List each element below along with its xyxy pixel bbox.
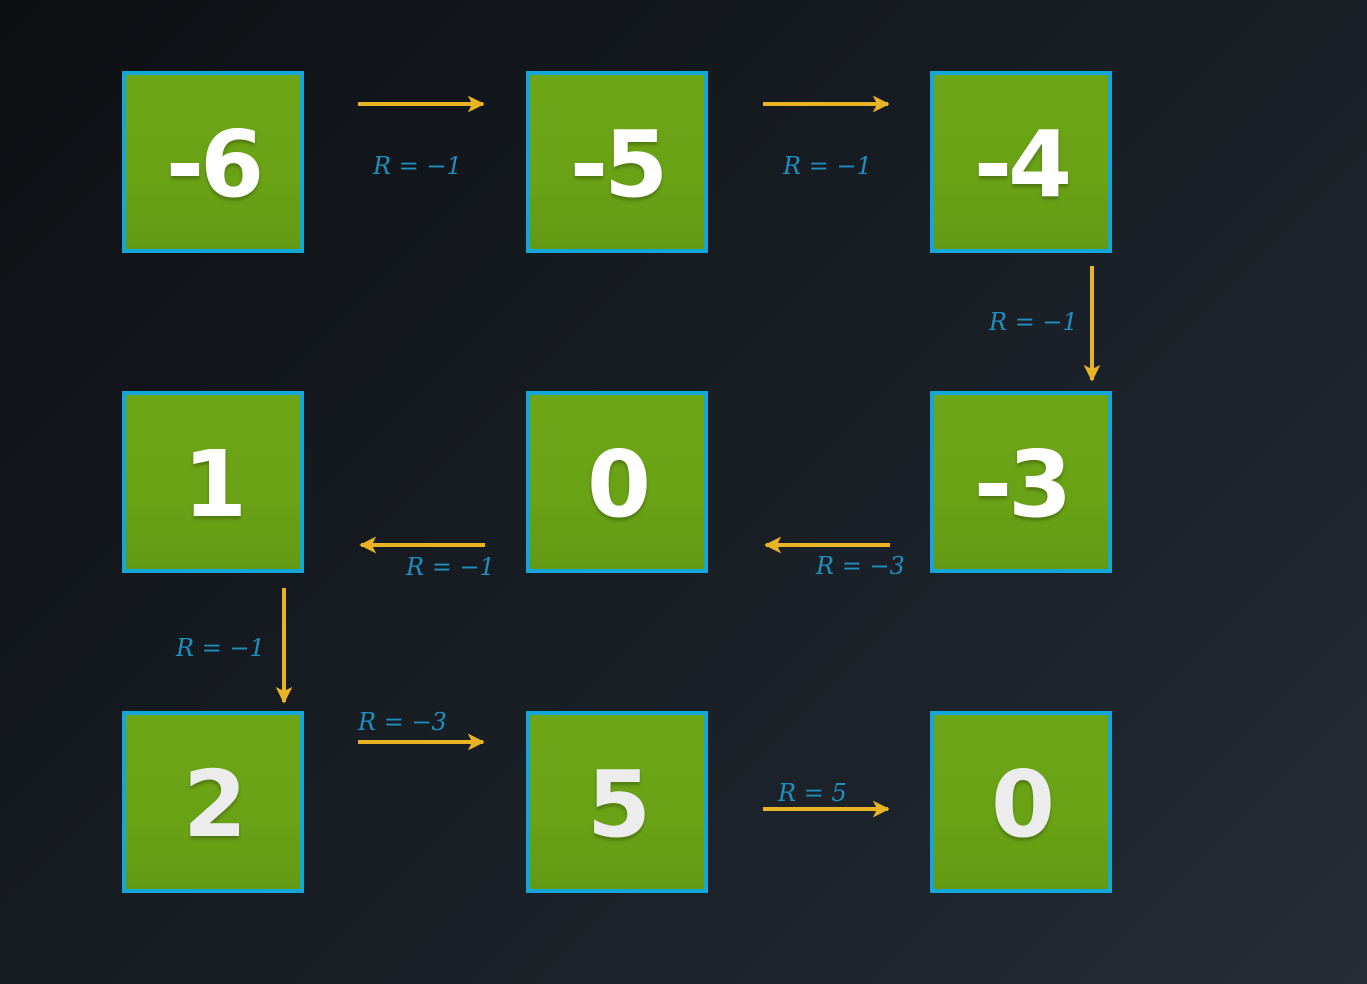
cell-value: 0 <box>586 431 651 538</box>
grid-cell-r2-c1: 1 <box>122 391 304 573</box>
reward-label: R = −3 <box>358 708 447 736</box>
grid-cell-r3-c2: 5 <box>526 711 708 893</box>
grid-cell-r3-c3: 0 <box>930 711 1112 893</box>
cell-value: 1 <box>182 431 247 538</box>
reward-label: R = −1 <box>989 308 1078 336</box>
grid-cell-r2-c2: 0 <box>526 391 708 573</box>
grid-cell-r1-c1: -6 <box>122 71 304 253</box>
reward-label: R = −1 <box>783 152 872 180</box>
cell-value: -6 <box>165 111 264 218</box>
reward-label: R = −1 <box>406 553 495 581</box>
cell-value: 2 <box>182 751 247 858</box>
cell-value: -4 <box>973 111 1072 218</box>
reward-label: R = −1 <box>373 152 462 180</box>
grid-cell-r3-c1: 2 <box>122 711 304 893</box>
cell-value: -5 <box>569 111 668 218</box>
grid-cell-r1-c3: -4 <box>930 71 1112 253</box>
grid-cell-r1-c2: -5 <box>526 71 708 253</box>
cell-value: -3 <box>973 431 1072 538</box>
reward-label: R = −1 <box>176 634 265 662</box>
cell-value: 0 <box>990 751 1055 858</box>
grid-cell-r2-c3: -3 <box>930 391 1112 573</box>
reward-label: R = −3 <box>816 552 905 580</box>
cell-value: 5 <box>586 751 651 858</box>
reward-label: R = 5 <box>778 779 847 807</box>
